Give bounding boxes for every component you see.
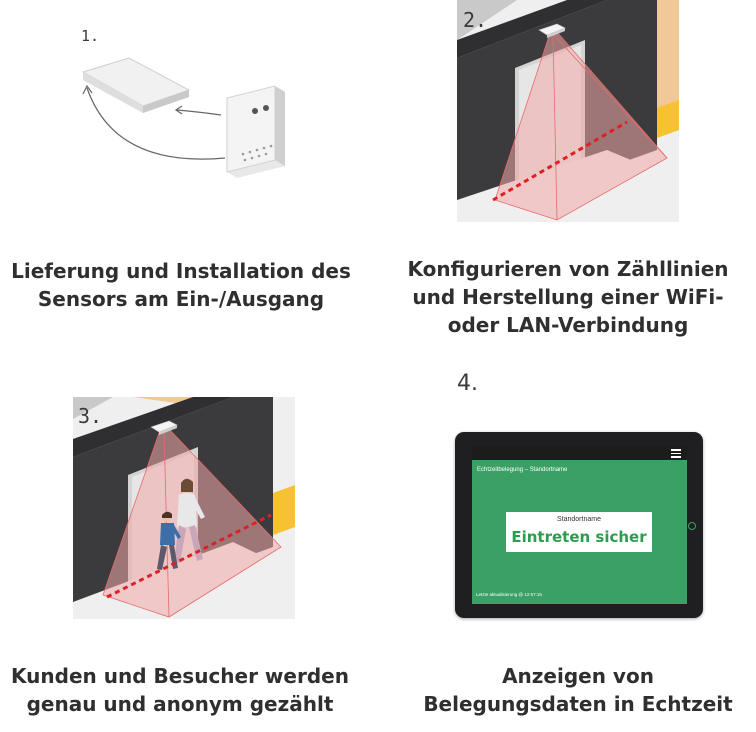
caption-line: und Herstellung einer WiFi- — [412, 285, 724, 309]
counting-line — [106, 513, 272, 599]
caption-line: Belegungsdaten in Echtzeit — [423, 692, 733, 716]
menu-icon[interactable] — [671, 449, 681, 458]
step-2-caption: Konfigurieren von Zähllinien und Herstel… — [380, 255, 756, 339]
caption-line: oder LAN-Verbindung — [447, 313, 689, 337]
step-4-caption: Anzeigen von Belegungsdaten in Echtzeit — [400, 662, 756, 718]
sensor-icon — [150, 420, 178, 435]
step-3-caption: Kunden und Besucher werden genau und ano… — [0, 662, 360, 718]
step-4-number: 4. — [457, 371, 478, 396]
occupancy-status: Eintreten sicher — [511, 528, 647, 546]
mounting-plate-icon — [81, 57, 191, 113]
caption-line: genau und anonym gezählt — [26, 692, 334, 716]
counting-line — [492, 120, 628, 202]
sensor-device-icon — [226, 85, 285, 178]
counting-line-setup-illustration — [457, 0, 679, 222]
visitor-counting-illustration — [73, 397, 295, 619]
step-1-caption: Lieferung und Installation des Sensors a… — [0, 257, 362, 313]
sensor-beam — [495, 32, 667, 220]
location-name: Standortname — [557, 516, 601, 523]
arrow-icon — [82, 84, 226, 160]
adult-visitor-icon — [174, 478, 205, 563]
caption-line: Sensors am Ein-/Ausgang — [37, 287, 325, 311]
tablet-camera — [688, 522, 696, 530]
step-1-number: 1. — [81, 27, 100, 45]
caption-line: Konfigurieren von Zähllinien — [407, 257, 729, 281]
step-3-number: 3. — [78, 404, 103, 428]
sensor-icon — [538, 23, 566, 38]
occupancy-status-card: Standortname Eintreten sicher — [506, 512, 652, 552]
sensor-installation-illustration — [81, 57, 285, 178]
caption-line: Kunden und Besucher werden — [11, 664, 349, 688]
caption-line: Anzeigen von — [502, 664, 654, 688]
last-updated: Letzte aktualisierung @ 12:57:15 — [476, 592, 542, 597]
step-2-number: 2. — [463, 8, 488, 32]
caption-line: Lieferung und Installation des — [11, 259, 351, 283]
tablet-screen: Echtzeitbelegung – Standortname Standort… — [472, 446, 687, 604]
tablet-header: Echtzeitbelegung – Standortname — [477, 467, 568, 473]
tablet-topbar — [472, 446, 687, 460]
